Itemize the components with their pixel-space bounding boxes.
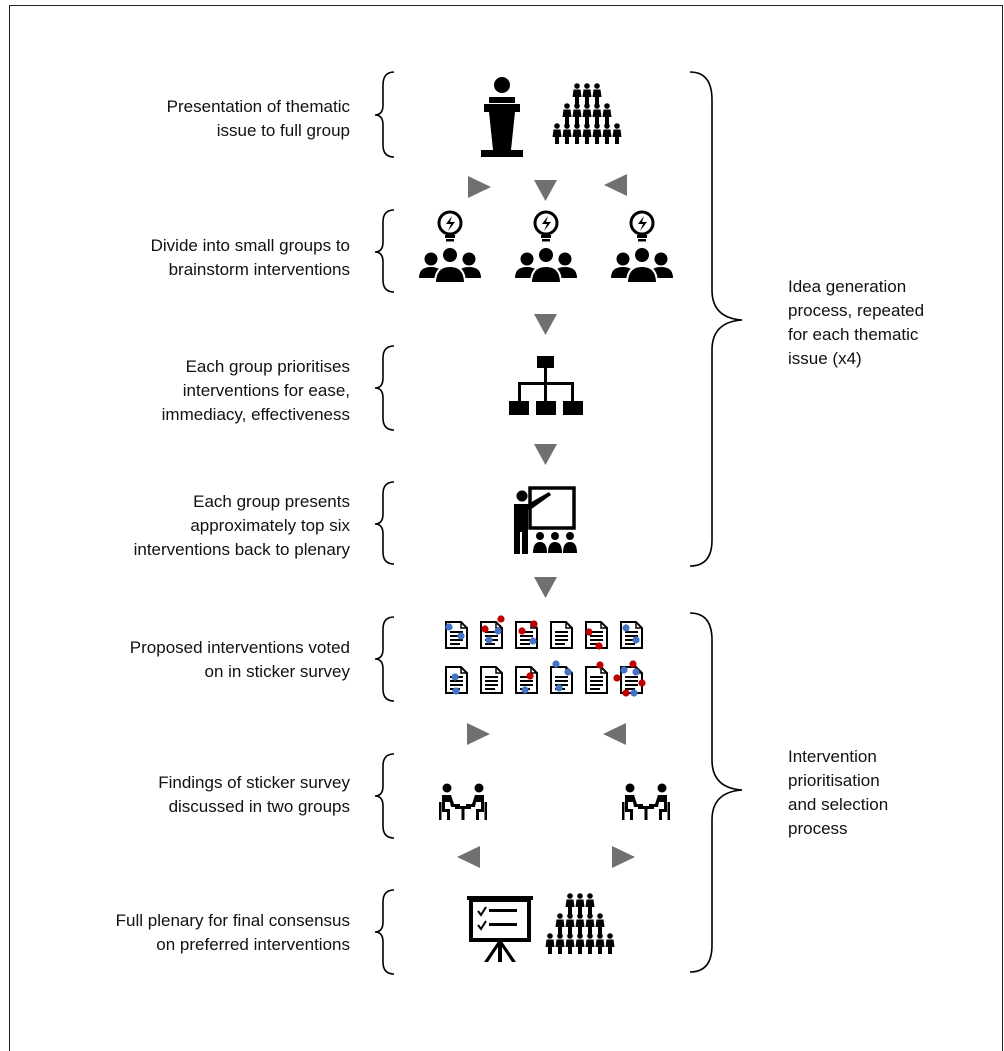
brainstorm-group-icon [515, 212, 577, 283]
step-label-line: Full plenary for final consensus [115, 911, 350, 930]
left-brace [374, 616, 395, 702]
group-label-intervention-prioritisation: Intervention prioritisation and selectio… [788, 745, 988, 841]
arrow-down-icon [534, 314, 557, 335]
step-label-prioritise: Each group prioritises interventions for… [10, 355, 350, 427]
step-braces [374, 71, 395, 975]
step-label-findings: Findings of sticker survey discussed in … [10, 771, 350, 819]
figure-frame [9, 5, 1003, 1051]
arrow-left-icon [603, 723, 626, 745]
arrow-right-icon [612, 846, 635, 868]
meeting-table-icon [622, 783, 670, 820]
step-label-line: immediacy, effectiveness [161, 405, 350, 424]
speaker-podium-icon [481, 77, 523, 157]
step-label-line: approximately top six [190, 516, 350, 535]
step-label-line: Divide into small groups to [150, 236, 350, 255]
presentation-board-icon [467, 896, 533, 962]
step-label-divide: Divide into small groups to brainstorm i… [10, 234, 350, 282]
step-label-line: Proposed interventions voted [129, 638, 350, 657]
arrow-down-icon [534, 444, 557, 465]
group-label-line: process [788, 819, 848, 838]
brainstorm-group-icon [419, 212, 481, 283]
left-brace [374, 753, 395, 839]
right-brace-idea-generation [689, 71, 743, 567]
step-label-line: Presentation of thematic [166, 97, 350, 116]
crowd-icon [553, 83, 622, 144]
left-brace [374, 209, 395, 293]
left-brace [374, 345, 395, 431]
left-brace [374, 481, 395, 565]
group-label-line: Idea generation [788, 277, 907, 296]
group-braces [689, 71, 743, 973]
group-label-line: Intervention [788, 747, 877, 766]
step-label-line: Each group prioritises [185, 357, 350, 376]
group-label-line: process, repeated [788, 301, 925, 320]
arrow-right-icon [467, 723, 490, 745]
group-label-line: prioritisation [788, 771, 880, 790]
brainstorm-group-icon [611, 212, 673, 283]
step-label-sticker-vote: Proposed interventions voted on in stick… [10, 636, 350, 684]
step-label-line: interventions for ease, [182, 381, 350, 400]
flow-arrows [457, 174, 635, 868]
meeting-table-icon [439, 783, 487, 820]
step-label-line: Findings of sticker survey [158, 773, 350, 792]
arrow-left-icon [604, 174, 627, 196]
group-label-line: and selection [788, 795, 889, 814]
crowd-icon [546, 893, 615, 954]
hierarchy-icon [509, 356, 583, 415]
presenter-icon [514, 486, 577, 554]
group-label-line: issue (x4) [788, 349, 862, 368]
document-sticker-icon [445, 615, 646, 697]
step-label-line: interventions back to plenary [133, 540, 350, 559]
right-brace-intervention-selection [689, 612, 743, 973]
left-brace [374, 889, 395, 975]
left-brace [374, 71, 395, 158]
step-label-line: discussed in two groups [168, 797, 350, 816]
arrow-down-icon [534, 577, 557, 598]
group-label-line: for each thematic [788, 325, 919, 344]
arrow-left-icon [457, 846, 480, 868]
step-label-presentation: Presentation of thematic issue to full g… [10, 95, 350, 143]
step-label-line: on preferred interventions [156, 935, 350, 954]
step-label-plenary: Full plenary for final consensus on pref… [10, 909, 350, 957]
step-label-line: issue to full group [216, 121, 350, 140]
arrow-right-icon [468, 176, 491, 198]
step-label-line: Each group presents [193, 492, 350, 511]
arrow-down-icon [534, 180, 557, 201]
step-label-present-back: Each group presents approximately top si… [10, 490, 350, 562]
group-label-idea-generation: Idea generation process, repeated for ea… [788, 275, 988, 371]
step-label-line: on in sticker survey [204, 662, 351, 681]
step-label-line: brainstorm interventions [168, 260, 350, 279]
